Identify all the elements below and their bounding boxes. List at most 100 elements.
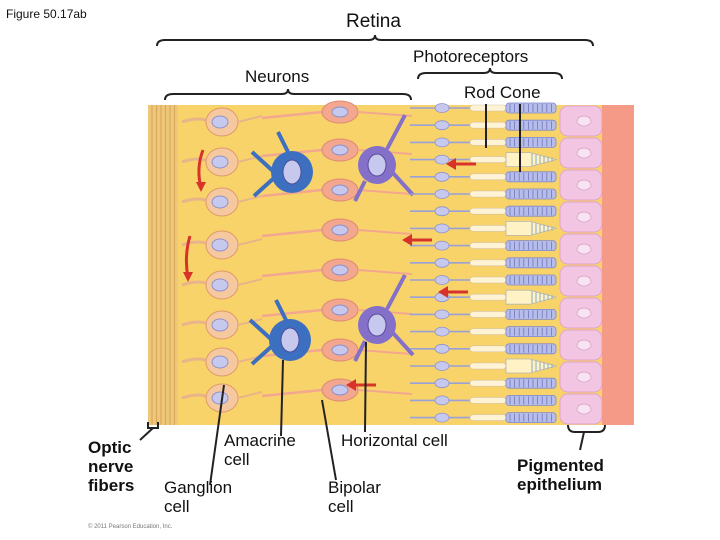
pigment-nucleus bbox=[576, 339, 592, 351]
amacrine-leader bbox=[280, 359, 284, 437]
ganglion-cell-layer bbox=[181, 107, 263, 413]
signal-arrowhead bbox=[183, 272, 193, 282]
inner-segment bbox=[469, 173, 507, 181]
inner-segment bbox=[469, 225, 507, 232]
inner-segment bbox=[469, 397, 507, 404]
ganglion-nucleus bbox=[211, 238, 229, 252]
pigment-nucleus bbox=[576, 307, 592, 319]
bipolar-axon bbox=[261, 308, 323, 318]
horizontal-nucleus bbox=[367, 153, 387, 177]
amacrine-nucleus bbox=[280, 327, 300, 353]
photoreceptor-nucleus bbox=[434, 361, 450, 371]
bipolar-axon bbox=[261, 268, 323, 278]
photoreceptor-nucleus bbox=[434, 120, 450, 131]
cone-outer-segment bbox=[505, 221, 558, 236]
bipolar-leader bbox=[321, 399, 337, 481]
bipolar-dendrite bbox=[357, 349, 413, 355]
bipolar-nucleus bbox=[331, 384, 349, 396]
figure-caption: Figure 50.17ab bbox=[6, 7, 87, 21]
ganglion-dendrite bbox=[237, 115, 263, 123]
ganglion-dendrite bbox=[237, 195, 263, 203]
pigment-nucleus bbox=[576, 403, 592, 415]
photoreceptor-nucleus bbox=[434, 326, 450, 337]
ganglion-nucleus bbox=[211, 115, 229, 129]
optic-nerve-fibers-label: Optic nerve fibers bbox=[88, 438, 135, 495]
rod-outer-segment bbox=[505, 394, 557, 406]
ganglion-nucleus bbox=[211, 318, 229, 332]
bipolar-nucleus bbox=[331, 106, 349, 118]
signal-arrowhead bbox=[346, 379, 356, 391]
copyright-notice: © 2011 Pearson Education, Inc. bbox=[88, 524, 173, 530]
neurons-label: Neurons bbox=[245, 67, 310, 86]
signal-arrowhead bbox=[438, 286, 448, 298]
pigment-nucleus bbox=[576, 211, 592, 223]
inner-segment bbox=[469, 242, 507, 249]
amacrine-process bbox=[250, 131, 290, 198]
bipolar-cell-label: Bipolar cell bbox=[328, 478, 381, 516]
optic-fiber-band bbox=[148, 105, 178, 425]
photoreceptor-nucleus bbox=[434, 395, 450, 406]
inner-segment bbox=[469, 328, 507, 335]
inner-segment bbox=[469, 139, 507, 146]
photoreceptor-nucleus bbox=[434, 309, 450, 320]
ganglion-nucleus bbox=[211, 355, 229, 369]
inner-segment bbox=[469, 293, 507, 301]
cone-outer-segment bbox=[505, 152, 558, 167]
photoreceptor-nucleus bbox=[434, 275, 450, 285]
amacrine-cell-label: Amacrine cell bbox=[224, 431, 296, 469]
signal-arrowhead bbox=[446, 158, 456, 170]
inner-segment bbox=[469, 276, 507, 284]
photoreceptor-nucleus bbox=[434, 137, 450, 148]
photoreceptors-bracket bbox=[417, 67, 563, 80]
amacrine-horizontal-cells bbox=[248, 114, 415, 366]
rod-outer-segment bbox=[505, 326, 557, 338]
amacrine-nucleus bbox=[282, 159, 302, 185]
inner-segment bbox=[469, 156, 507, 163]
bipolar-nucleus bbox=[331, 184, 349, 196]
photoreceptor-nucleus bbox=[434, 103, 450, 113]
ganglion-nucleus bbox=[211, 391, 229, 405]
photoreceptor-nucleus bbox=[434, 154, 450, 165]
photoreceptor-nucleus bbox=[434, 378, 450, 389]
ganglion-nucleus bbox=[211, 195, 229, 209]
inner-segment bbox=[469, 207, 507, 215]
brackets-and-leader-lines bbox=[139, 34, 606, 486]
bipolar-axon bbox=[261, 228, 323, 238]
inner-segment bbox=[469, 311, 507, 318]
ganglion-dendrite bbox=[237, 238, 263, 246]
choroid-edge bbox=[602, 105, 634, 425]
pigment-nucleus bbox=[576, 115, 592, 127]
bipolar-dendrite bbox=[357, 189, 413, 195]
rod-outer-segment bbox=[505, 240, 557, 252]
signal-arrowhead bbox=[402, 234, 412, 246]
photoreceptor-nucleus bbox=[434, 223, 450, 234]
rod-outer-segment bbox=[505, 343, 557, 355]
horizontal-process bbox=[353, 274, 415, 362]
photoreceptor-nucleus bbox=[434, 189, 450, 199]
ganglion-dendrite bbox=[237, 278, 263, 286]
signal-arrows bbox=[183, 149, 476, 391]
rod-outer-segment bbox=[505, 274, 557, 286]
ganglion-nucleus bbox=[211, 155, 229, 169]
rod-outer-segment bbox=[505, 102, 557, 114]
optic-nerve-fiber-layer bbox=[148, 105, 178, 425]
inner-segment bbox=[469, 379, 507, 387]
photoreceptor-nucleus bbox=[434, 240, 450, 251]
inner-segment bbox=[469, 345, 507, 353]
inner-segment bbox=[469, 190, 507, 198]
bipolar-dendrite bbox=[357, 389, 413, 395]
rod-outer-segment bbox=[505, 188, 557, 200]
rod-outer-segment bbox=[505, 308, 557, 320]
horizontal-nucleus bbox=[367, 313, 387, 337]
horizontal-leader bbox=[364, 341, 367, 433]
horizontal-cell-label: Horizontal cell bbox=[341, 431, 448, 450]
pigmented-epithelium-bracket bbox=[567, 424, 606, 433]
rod-outer-segment bbox=[505, 377, 557, 389]
rod-outer-segment bbox=[505, 171, 557, 183]
bipolar-nucleus bbox=[331, 224, 349, 236]
photoreceptor-nucleus bbox=[434, 171, 450, 182]
photoreceptor-layer bbox=[410, 102, 558, 424]
photoreceptors-label: Photoreceptors bbox=[413, 47, 529, 66]
photoreceptor-nucleus bbox=[434, 206, 450, 217]
